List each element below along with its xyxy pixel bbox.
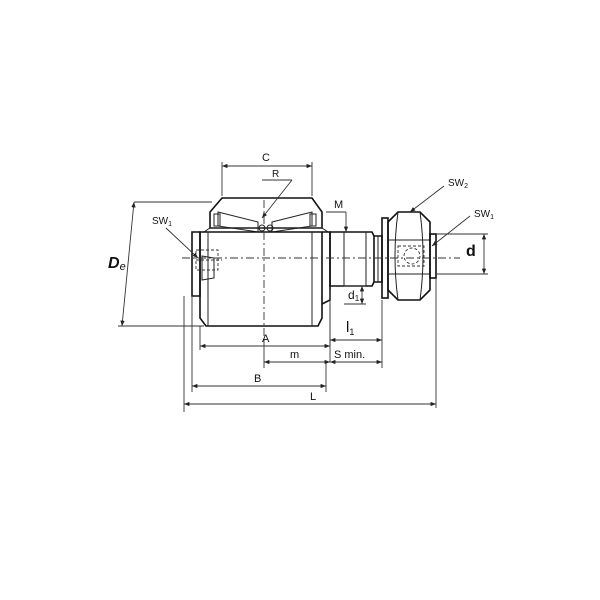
dim-De: De xyxy=(108,201,212,327)
label-SW1-right: SW1 xyxy=(474,209,494,221)
label-d: d xyxy=(466,243,476,260)
taper-rollers xyxy=(213,211,317,233)
dim-d1: d1 xyxy=(344,285,366,305)
dim-L: L xyxy=(183,278,437,412)
label-De: De xyxy=(108,255,126,273)
dim-A: A xyxy=(199,304,331,362)
label-C: C xyxy=(262,152,270,164)
dim-C: C xyxy=(221,152,313,196)
roller-body xyxy=(191,231,331,327)
hex-nut xyxy=(387,211,437,301)
center-lines xyxy=(182,200,460,340)
label-Smin: S min. xyxy=(334,349,365,361)
label-SW2: SW2 xyxy=(448,178,468,190)
dim-Smin: S min. xyxy=(330,346,383,368)
leader-SW1-left: SW1 xyxy=(152,216,199,259)
label-m: m xyxy=(290,349,299,361)
label-R: R xyxy=(272,169,279,180)
label-L: L xyxy=(310,391,316,403)
label-d1: d1 xyxy=(348,288,360,303)
dim-R: R xyxy=(261,169,293,219)
dim-m: m xyxy=(263,340,330,368)
label-l1: l1 xyxy=(346,319,354,337)
label-M: M xyxy=(334,199,343,211)
label-A: A xyxy=(262,333,270,345)
leader-SW2: SW2 xyxy=(409,178,468,213)
dim-B: B xyxy=(191,296,327,392)
left-hex-socket xyxy=(195,249,222,271)
label-B: B xyxy=(254,373,261,385)
dim-d: d xyxy=(436,233,488,275)
label-SW1-left: SW1 xyxy=(152,216,172,228)
dim-M: M xyxy=(326,199,349,232)
leader-SW1-right: SW1 xyxy=(431,209,494,247)
